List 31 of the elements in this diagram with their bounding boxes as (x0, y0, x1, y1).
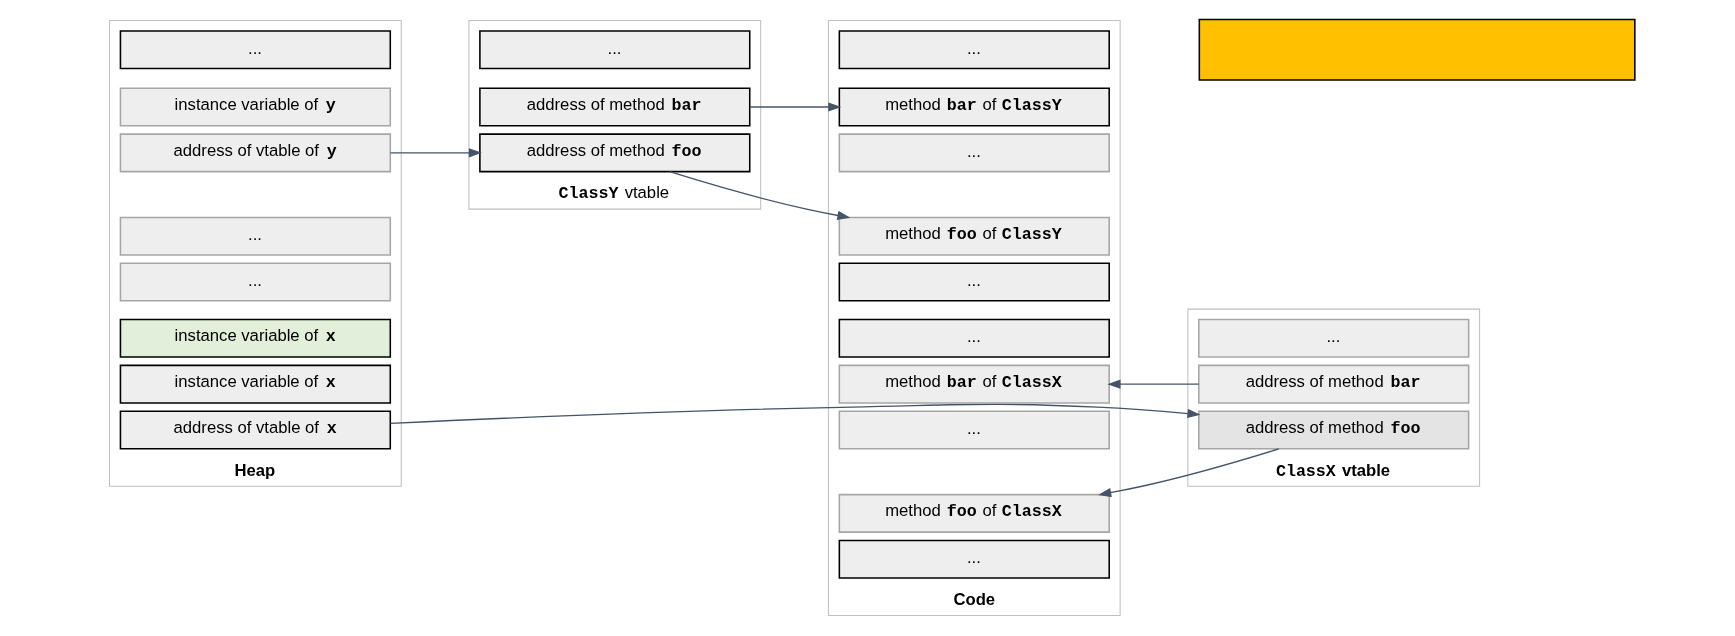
arrow (389, 403, 1201, 424)
node-box: ... (838, 133, 1110, 173)
node-box: method foo of ClassY (838, 216, 1110, 256)
node-box: ... (838, 262, 1110, 302)
node-box: method bar of ClassY (838, 87, 1110, 127)
node-box: address of method foo (1197, 410, 1469, 450)
node-box: instance variable of y (119, 87, 391, 127)
node-box: ... (119, 216, 391, 256)
node-box: ... (119, 30, 391, 70)
node-box: ... (478, 30, 751, 70)
node-box: address of method bar (1197, 364, 1469, 404)
node-box: ... (838, 318, 1110, 358)
arrow (668, 171, 850, 220)
node-box (1198, 18, 1636, 81)
arrow (748, 102, 841, 112)
node-box: instance variable of x (119, 364, 391, 404)
node-box: ... (838, 30, 1110, 70)
node-box: ... (838, 539, 1110, 579)
node-box: address of method bar (478, 87, 751, 127)
arrow (1106, 379, 1199, 389)
arrow (1097, 448, 1279, 498)
node-box: address of vtable of x (119, 410, 391, 450)
node-box: ... (119, 262, 391, 302)
node-box: instance variable of x (119, 318, 391, 358)
node-box: method bar of ClassX (838, 364, 1110, 404)
node-box: address of method foo (478, 133, 751, 173)
node-box: address of vtable of y (119, 133, 391, 173)
node-box: method foo of ClassX (838, 493, 1110, 533)
arrow (389, 148, 482, 158)
node-box: ... (1197, 318, 1469, 358)
node-box: ... (838, 410, 1110, 450)
